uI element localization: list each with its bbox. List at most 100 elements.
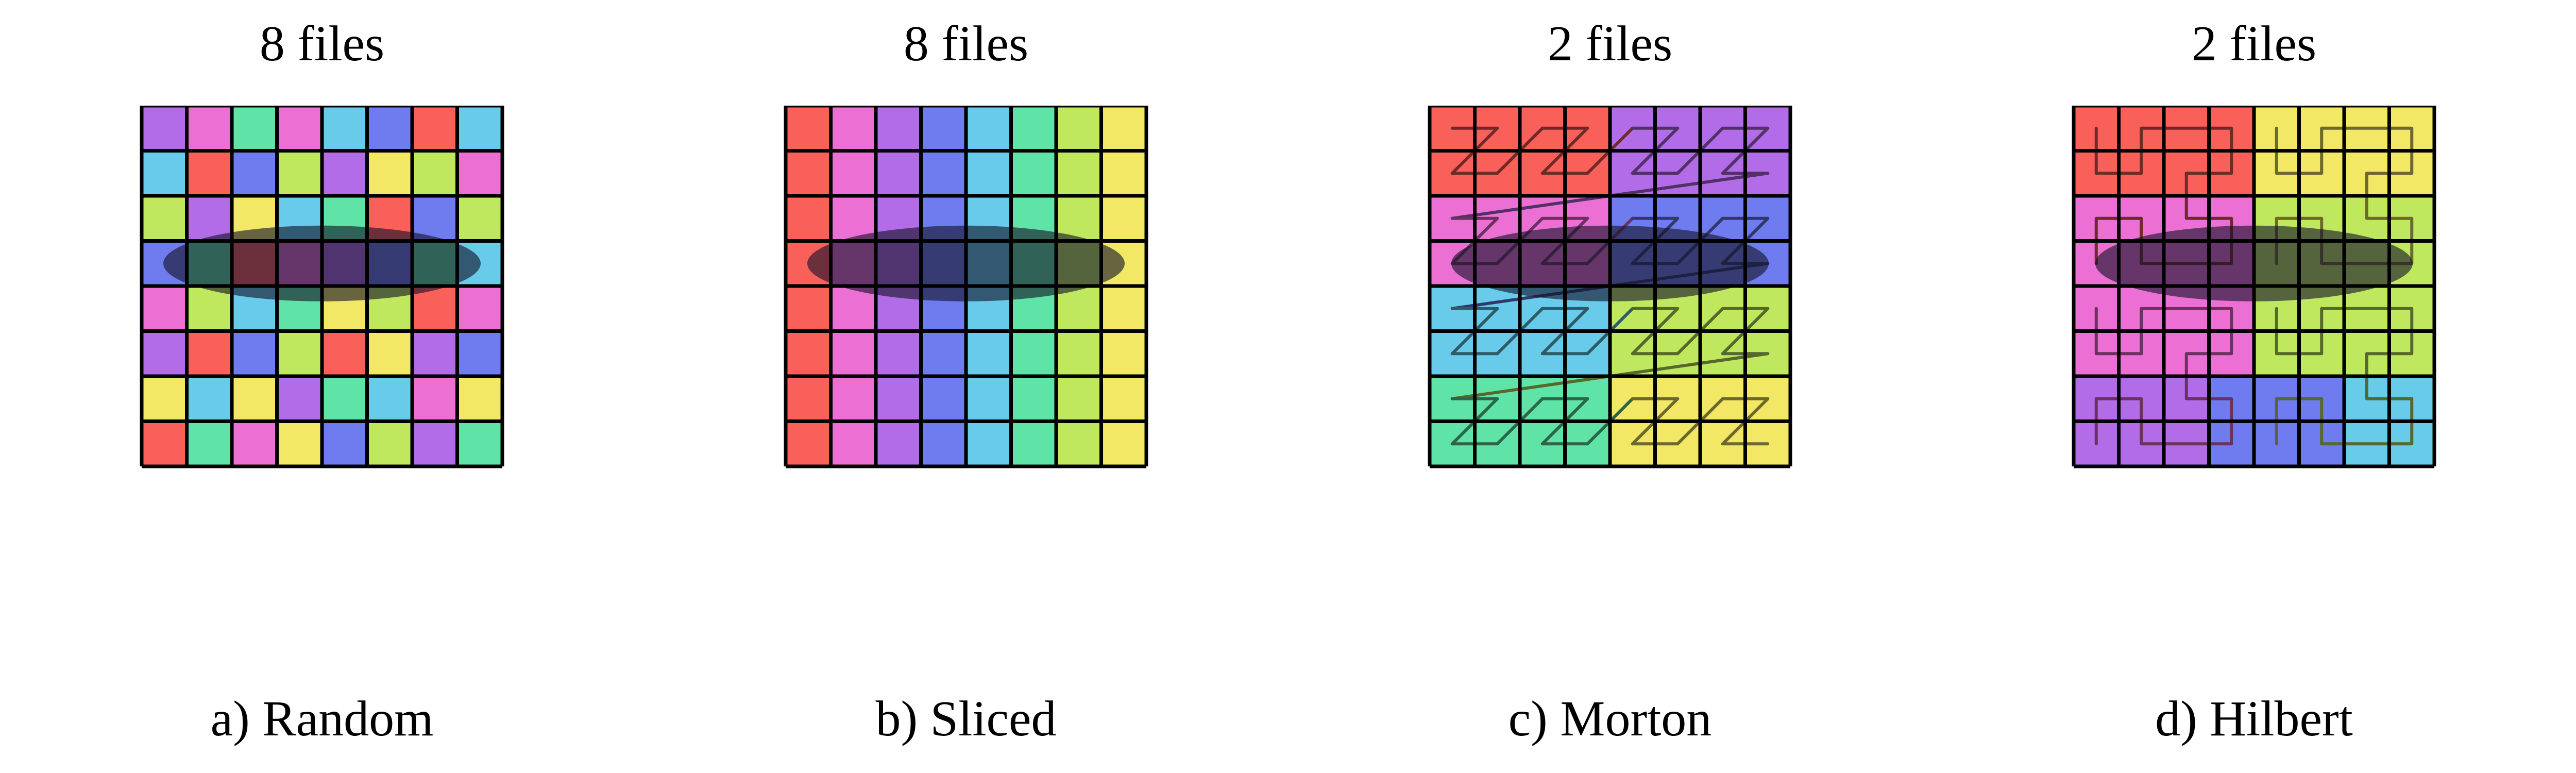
grid-cell [786, 376, 831, 422]
grid-cell [1101, 376, 1146, 422]
grid-cell [322, 331, 367, 376]
grid-cell [1011, 421, 1056, 466]
grid-cell [786, 421, 831, 466]
grid-cell [1056, 421, 1101, 466]
grid-cell [187, 331, 232, 376]
grid-cell [921, 421, 966, 466]
grid-cell [1101, 150, 1146, 196]
panel-title-sliced: 8 files [903, 16, 1029, 72]
grid-cell [1101, 196, 1146, 241]
panel-caption-sliced: b) Sliced [875, 691, 1057, 747]
grid-cell [1011, 331, 1056, 376]
grid-cell [966, 376, 1011, 422]
grid-cell [367, 150, 412, 196]
grid-cell [831, 331, 876, 376]
grid-cell [412, 150, 457, 196]
grid-lines [1428, 106, 1792, 468]
grid-cell [786, 286, 831, 331]
grid-cell [457, 331, 502, 376]
grid-cell [232, 421, 277, 466]
grid-cell [1056, 196, 1101, 241]
grid-svg-random [140, 106, 504, 468]
grid-morton [1288, 106, 1932, 468]
grid-cell [277, 106, 322, 151]
grid-cell [322, 376, 367, 422]
grid-cell [322, 421, 367, 466]
grid-cell [1011, 106, 1056, 151]
grid-cell [786, 106, 831, 151]
grid-cell [831, 150, 876, 196]
grid-cell [232, 376, 277, 422]
grid-cell [1056, 150, 1101, 196]
grid-cell [921, 331, 966, 376]
grid-cell [786, 196, 831, 241]
grid-cell [876, 331, 921, 376]
grid-cell [142, 196, 187, 241]
panel-title-hilbert: 2 files [2191, 16, 2317, 72]
grid-cell [921, 376, 966, 422]
grid-cell [1101, 106, 1146, 151]
grid-cell [142, 376, 187, 422]
grid-cell [1101, 286, 1146, 331]
grid-cell [457, 150, 502, 196]
grid-cell [187, 150, 232, 196]
grid-cell [1011, 150, 1056, 196]
grid-cell [876, 421, 921, 466]
grid-cell [831, 106, 876, 151]
grid-cell [367, 331, 412, 376]
grid-cell [921, 150, 966, 196]
grid-cell [1101, 421, 1146, 466]
panel-caption-morton: c) Morton [1508, 691, 1712, 747]
panel-title-random: 8 files [259, 16, 385, 72]
grid-cell [1056, 106, 1101, 151]
grid-cell [322, 150, 367, 196]
grid-cell [367, 376, 412, 422]
grid-cell [966, 150, 1011, 196]
grid-cell [142, 106, 187, 151]
grid-cell [966, 421, 1011, 466]
panel-caption-random: a) Random [210, 691, 434, 747]
grid-lines [140, 106, 504, 468]
grid-cell [142, 421, 187, 466]
grid-cell [187, 421, 232, 466]
panel-morton: 2 files c) Morton [1288, 0, 1932, 773]
grid-cell [1056, 376, 1101, 422]
grid-cell [187, 376, 232, 422]
grid-hilbert [1932, 106, 2576, 468]
grid-svg-morton [1428, 106, 1792, 468]
grid-cell [1056, 286, 1101, 331]
grid-cell [457, 421, 502, 466]
panel-sliced: 8 files b) Sliced [644, 0, 1288, 773]
grid-cell [412, 106, 457, 151]
panel-caption-hilbert: d) Hilbert [2155, 691, 2353, 747]
panel-random: 8 files a) Random [0, 0, 644, 773]
grid-cell [831, 196, 876, 241]
grid-cell [412, 286, 457, 331]
grid-cell [1101, 331, 1146, 376]
grid-cell [277, 421, 322, 466]
grid-cell [187, 196, 232, 241]
grid-cell [966, 106, 1011, 151]
grid-cell [187, 106, 232, 151]
grid-lines [784, 106, 1148, 468]
grid-svg-sliced [784, 106, 1148, 468]
grid-cell [412, 331, 457, 376]
grid-cell [457, 376, 502, 422]
grid-cell [921, 106, 966, 151]
grid-cell [876, 376, 921, 422]
panel-title-morton: 2 files [1547, 16, 1673, 72]
grid-cell [831, 421, 876, 466]
grid-random [0, 106, 644, 468]
grid-cell [831, 286, 876, 331]
grid-cell [277, 331, 322, 376]
grid-cell [142, 331, 187, 376]
grid-sliced [644, 106, 1288, 468]
grid-cell [457, 106, 502, 151]
grid-cell [142, 286, 187, 331]
grid-cell [412, 421, 457, 466]
grid-cell [457, 286, 502, 331]
grid-cell [966, 331, 1011, 376]
grid-cell [367, 421, 412, 466]
grid-lines [2072, 106, 2436, 468]
